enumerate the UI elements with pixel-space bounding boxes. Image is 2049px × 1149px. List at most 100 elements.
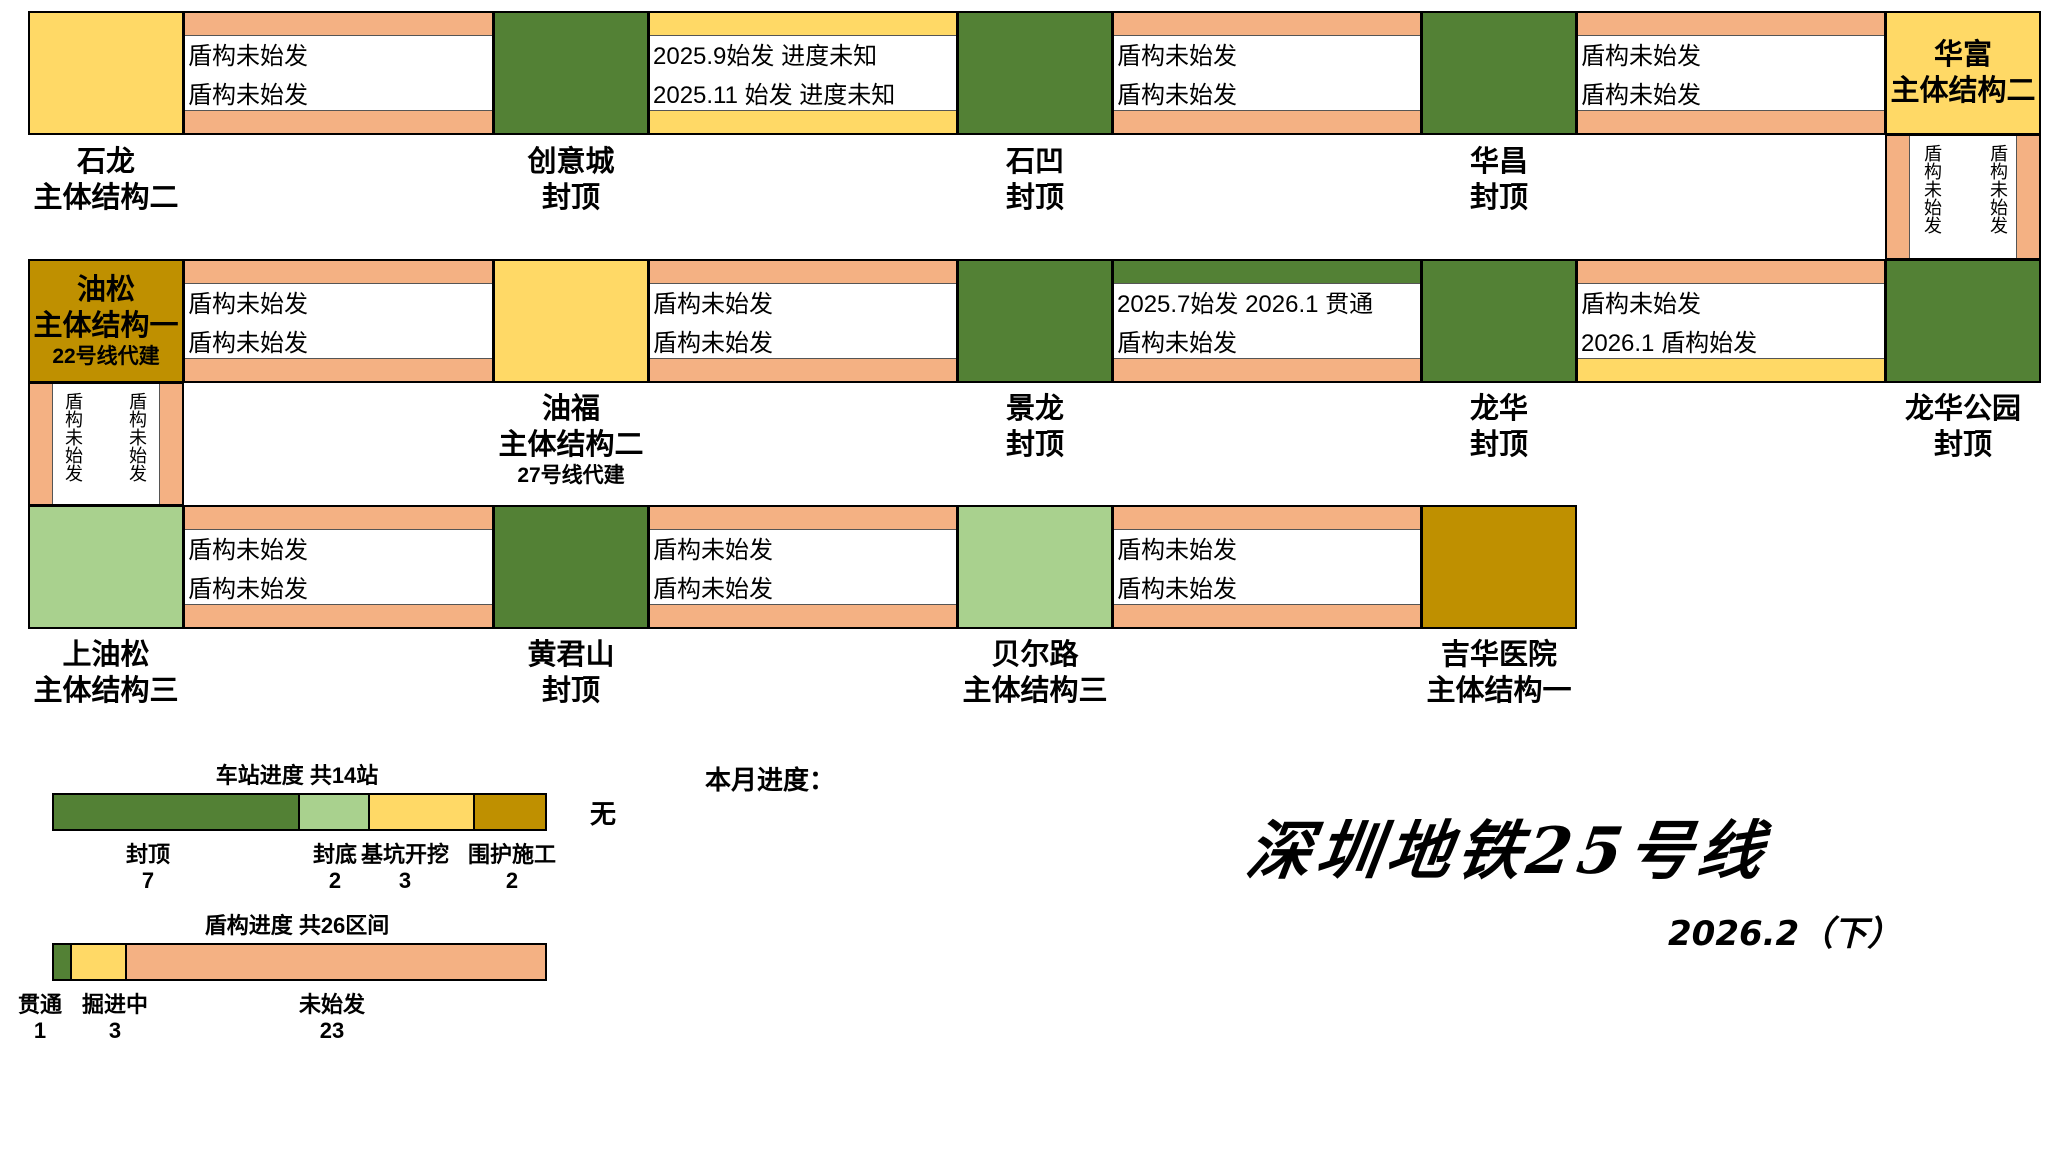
tunnel-line2: 盾构未始发: [188, 330, 308, 357]
tunnel-stripe-bottom: [1578, 358, 1884, 381]
tunnel-line2: 盾构未始发: [127, 392, 147, 482]
station-name: 创意城: [527, 146, 615, 178]
station-label: 龙华 封顶: [1393, 391, 1605, 463]
tunnel-line1: 2025.7始发 2026.1 贯通: [1117, 291, 1374, 318]
station-box-huafu: 华富 主体结构二: [1885, 11, 2041, 135]
tunnel-stripe-top: [1114, 261, 1420, 284]
station-box-jihua-hospital: [1421, 505, 1577, 629]
station-name: 石凹: [1005, 146, 1064, 178]
station-status: 封顶: [541, 182, 600, 214]
station-status: 主体结构二: [33, 182, 179, 214]
tunnel-line2: 盾构未始发: [188, 576, 308, 603]
tunnel-stripe-bottom: [1114, 110, 1420, 133]
station-label: 石龙 主体结构二: [0, 144, 212, 216]
station-name: 石龙: [76, 146, 135, 178]
station-box-shangyousong: [28, 505, 184, 629]
station-status: 封顶: [1933, 429, 1992, 461]
station-box-yousong: 油松 主体结构一 22号线代建: [28, 259, 184, 383]
station-label: 油福 主体结构二 27号线代建: [465, 391, 677, 489]
diagram-date: 2026.2（下）: [1668, 914, 1902, 954]
tunnel-segment: 2025.9始发 进度未知 2025.11 始发 进度未知: [648, 11, 958, 135]
station-status: 主体结构三: [33, 675, 179, 707]
tunnel-stripe-bottom: [1114, 604, 1420, 627]
station-box-huangjunshan: [493, 505, 649, 629]
tunnel-stripe-bottom: [650, 604, 956, 627]
legend-seg-excavation: [369, 795, 475, 829]
station-note: 22号线代建: [52, 345, 160, 368]
station-name: 油福: [541, 393, 600, 425]
station-name: 贝尔路: [991, 639, 1079, 671]
station-status: 主体结构一: [33, 310, 179, 342]
tunnel-stripe-top: [1578, 13, 1884, 36]
tunnel-line1: 盾构未始发: [1922, 144, 1942, 234]
legend-caption: 掘进中 3: [72, 992, 158, 1044]
tunnel-stripe-bottom: [650, 110, 956, 133]
station-note: 27号线代建: [517, 464, 625, 487]
tunnel-line1: 盾构未始发: [188, 43, 308, 70]
legend-count: 3: [398, 868, 412, 893]
legend-count: 2: [328, 868, 342, 893]
legend-count: 1: [33, 1018, 47, 1043]
station-status: 封顶: [1469, 429, 1528, 461]
tunnel-stripe-left: [1887, 136, 1910, 258]
station-label: 黄君山 封顶: [465, 637, 677, 709]
station-name: 吉华医院: [1440, 639, 1557, 671]
tunnel-line2: 2026.1 盾构始发: [1581, 330, 1758, 357]
legend-label: 围护施工: [467, 842, 556, 867]
tunnel-line1: 2025.9始发 进度未知: [653, 43, 878, 70]
tunnel-segment: 盾构未始发 盾构未始发: [1112, 505, 1422, 629]
tunnel-line2: 盾构未始发: [1988, 144, 2008, 234]
tunnel-stripe-top: [185, 13, 492, 36]
legend-seg-through: [54, 945, 73, 979]
station-box-jinglong: [957, 259, 1113, 383]
tunnel-line1: 盾构未始发: [188, 537, 308, 564]
tunnel-segment: 2025.7始发 2026.1 贯通 盾构未始发: [1112, 259, 1422, 383]
tunnel-line2: 盾构未始发: [1581, 82, 1701, 109]
station-box-youfu: [493, 259, 649, 383]
tunnel-line1: 盾构未始发: [1581, 43, 1701, 70]
tunnel-line1: 盾构未始发: [1117, 43, 1237, 70]
tunnel-segment: 盾构未始发 盾构未始发: [648, 505, 958, 629]
station-status: 主体结构一: [1426, 675, 1572, 707]
tunnel-line1: 盾构未始发: [653, 537, 773, 564]
tunnel-line2: 盾构未始发: [653, 576, 773, 603]
tunnel-line2: 盾构未始发: [1117, 576, 1237, 603]
station-box-longhua-park: [1885, 259, 2041, 383]
station-box-longhua: [1421, 259, 1577, 383]
legend-label: 封底: [312, 842, 357, 867]
tunnel-stripe-top: [1578, 261, 1884, 284]
vertical-tunnel-right: 盾构未始发 盾构未始发: [1885, 134, 2041, 260]
tunnel-stripe-top: [650, 507, 956, 530]
vertical-tunnel-left: 盾构未始发 盾构未始发: [28, 382, 184, 506]
tunnel-stripe-top: [1114, 507, 1420, 530]
station-label: 创意城 封顶: [465, 144, 677, 216]
station-name: 华富: [1933, 39, 1992, 71]
station-box-shiao: [957, 11, 1113, 135]
tunnel-line2: 盾构未始发: [188, 82, 308, 109]
legend-label: 基坑开挖: [360, 842, 449, 867]
shield-legend-bar: [52, 943, 547, 981]
diagram-title: 深圳地铁25号线: [1241, 814, 1774, 889]
tunnel-segment: 盾构未始发 盾构未始发: [1112, 11, 1422, 135]
tunnel-line1: 盾构未始发: [188, 291, 308, 318]
tunnel-line1: 盾构未始发: [653, 291, 773, 318]
tunnel-segment: 盾构未始发 盾构未始发: [1576, 11, 1886, 135]
station-name: 上油松: [62, 639, 150, 671]
tunnel-line2: 盾构未始发: [1117, 330, 1237, 357]
tunnel-stripe-bottom: [185, 604, 492, 627]
tunnel-segment: 盾构未始发 盾构未始发: [183, 259, 494, 383]
monthly-progress-label: 本月进度：: [705, 765, 836, 795]
legend-seg-not-started: [126, 945, 545, 979]
monthly-progress-value: 无: [590, 799, 617, 829]
legend-count: 2: [505, 868, 519, 893]
station-name: 景龙: [1005, 393, 1064, 425]
legend-seg-capped: [54, 795, 300, 829]
tunnel-line1: 盾构未始发: [63, 392, 83, 482]
station-box-beierlu: [957, 505, 1113, 629]
tunnel-stripe-bottom: [1114, 358, 1420, 381]
tunnel-line1: 盾构未始发: [1117, 537, 1237, 564]
legend-caption: 封顶 7: [108, 842, 188, 894]
tunnel-line2: 2025.11 始发 进度未知: [653, 82, 896, 109]
station-status: 主体结构二: [1890, 75, 2036, 107]
tunnel-segment: 盾构未始发 盾构未始发: [183, 505, 494, 629]
